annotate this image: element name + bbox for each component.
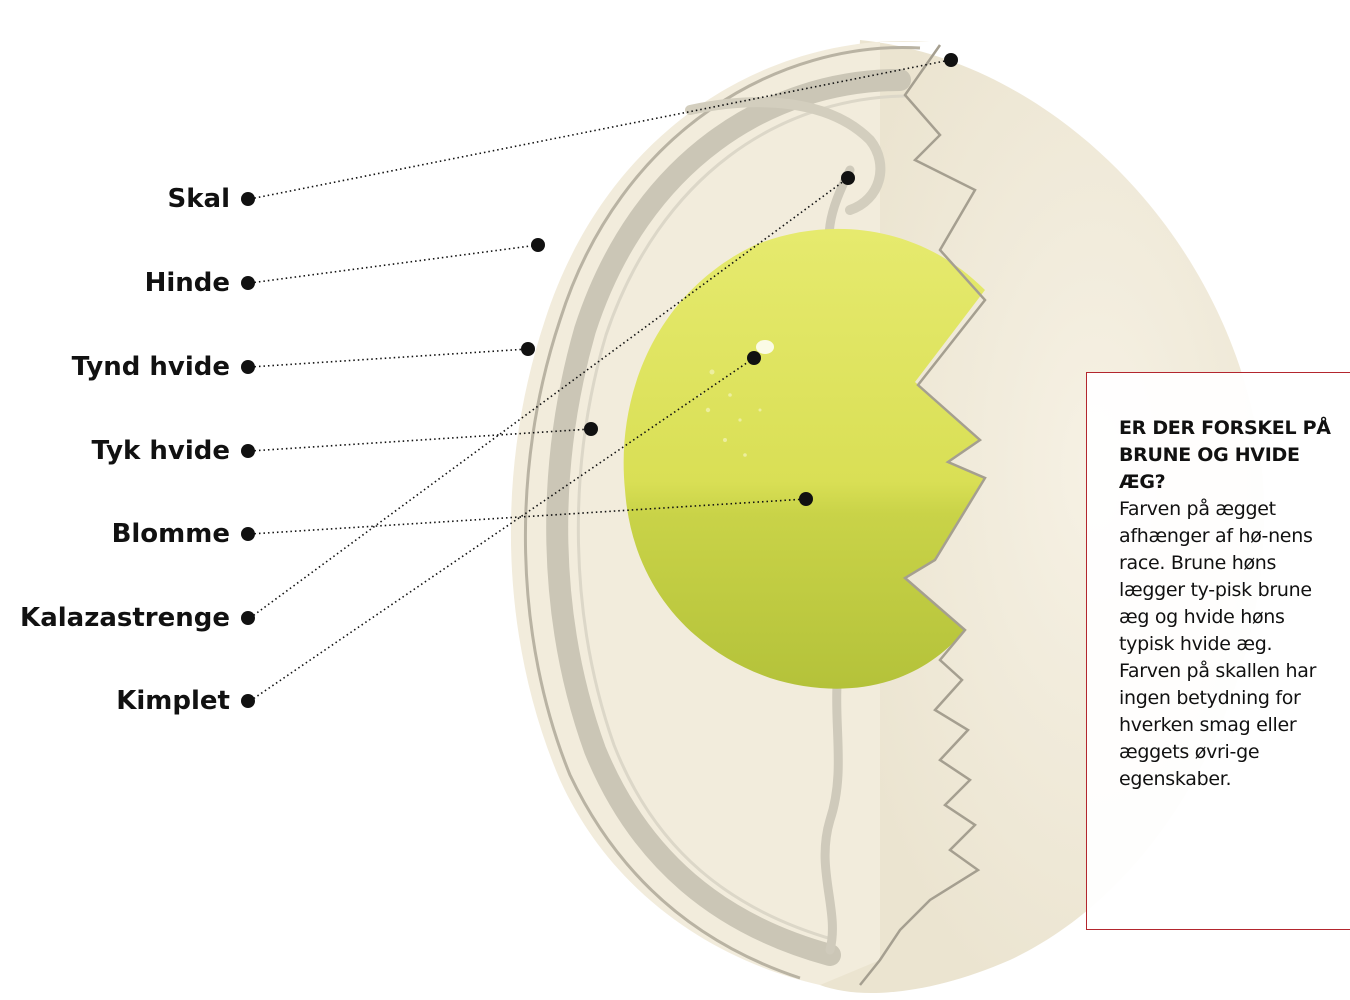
leader-hinde [250, 245, 538, 283]
label-kalazastrenge: Kalazastrenge [20, 603, 230, 633]
label-dots [241, 192, 255, 708]
germinal-disc [756, 340, 774, 354]
label-hinde: Hinde [145, 268, 230, 298]
target-skal [944, 53, 958, 67]
target-kalazastrenge [841, 171, 855, 185]
label-tyk-hvide: Tyk hvide [91, 436, 230, 466]
target-tynd-hvide [521, 342, 535, 356]
label-blomme: Blomme [112, 519, 230, 549]
target-blomme [799, 492, 813, 506]
leader-tynd-hvide [250, 349, 528, 367]
info-box-title: ER DER FORSKEL PÅ BRUNE OG HVIDE ÆG? [1119, 415, 1334, 496]
label-kimplet: Kimplet [116, 686, 230, 716]
label-tynd-hvide: Tynd hvide [72, 352, 230, 382]
target-hinde [531, 238, 545, 252]
info-box: ER DER FORSKEL PÅ BRUNE OG HVIDE ÆG? Far… [1086, 372, 1350, 930]
target-kimplet [747, 351, 761, 365]
info-box-body: Farven på ægget afhænger af hø-nens race… [1119, 496, 1329, 793]
label-skal: Skal [168, 184, 230, 214]
target-tyk-hvide [584, 422, 598, 436]
